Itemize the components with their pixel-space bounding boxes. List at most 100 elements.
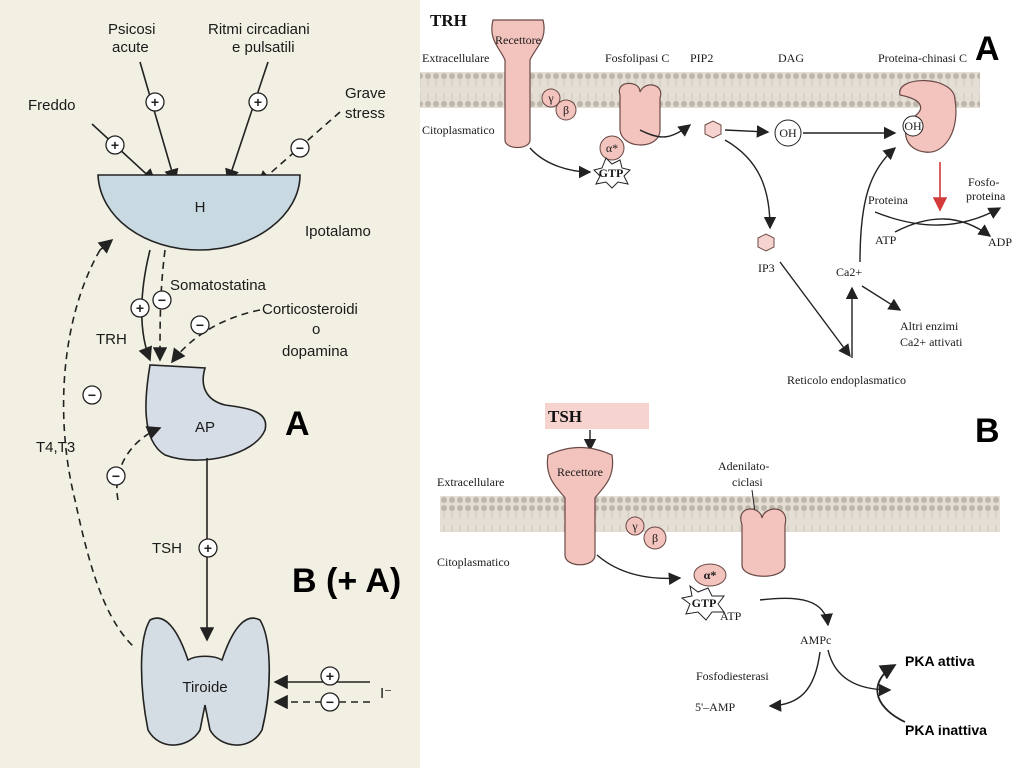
svg-text:−: −	[196, 317, 204, 333]
panel-b-pka-attiva: PKA attiva	[905, 653, 975, 669]
svg-text:β: β	[652, 531, 658, 545]
panel-b-membrane	[440, 496, 1000, 532]
panel-a-membrane	[420, 72, 980, 108]
label-stress-2: stress	[345, 105, 385, 122]
panel-a-beta	[555, 99, 577, 121]
panel-b-fosfodiesterasi: Fosfodiesterasi	[696, 669, 769, 683]
sign-freddo: +	[105, 135, 125, 155]
left-panel: Freddo Psicosi acute Ritmi circadiani e …	[0, 0, 420, 768]
arrow-freddo	[91, 123, 157, 184]
panel-a-ip3: IP3	[758, 261, 775, 275]
panel-a-altri-1: Altri enzimi	[900, 319, 959, 333]
svg-text:Recettore: Recettore	[495, 33, 541, 47]
pituitary-label: AP	[195, 419, 215, 436]
panel-a-alpha	[599, 135, 625, 161]
panel-b-hormone: TSH	[548, 407, 582, 426]
arrow-ritmi	[225, 61, 269, 184]
svg-text:OH: OH	[779, 126, 797, 140]
panel-a-pkc-label: Proteina-chinasi C	[878, 51, 967, 65]
panel-b-receptor	[546, 446, 614, 566]
sign-somatostatina: −	[152, 290, 172, 310]
panel-a-citoplasmatico: Citoplasmatico	[422, 123, 495, 137]
sign-feedback-ap: −	[106, 466, 126, 486]
panel-a-reticolo: Reticolo endoplasmatico	[787, 373, 906, 387]
label-t4t3: T4,T3	[36, 439, 75, 456]
svg-text:−: −	[158, 292, 166, 308]
svg-text:GTP: GTP	[599, 166, 624, 180]
sign-trh: +	[130, 298, 150, 318]
tag-a-right: A	[975, 30, 1000, 68]
svg-text:+: +	[326, 668, 334, 684]
feedback-to-hypothalamus	[62, 249, 136, 649]
panel-a-gamma	[541, 88, 561, 108]
thyroid-label: Tiroide	[182, 679, 227, 696]
label-trh: TRH	[96, 331, 127, 348]
thyroid-shape	[140, 617, 271, 746]
label-tsh: TSH	[152, 540, 182, 557]
sign-iodide-plus: +	[320, 666, 340, 686]
svg-text:+: +	[151, 94, 159, 110]
sign-iodide-minus: −	[320, 692, 340, 712]
panel-a-pip2: PIP2	[690, 51, 713, 65]
panel-a-atp: ATP	[875, 233, 897, 247]
sign-cortico: −	[190, 315, 210, 335]
panel-a-ip-head	[704, 120, 722, 139]
tag-a-left: A	[285, 405, 310, 443]
panel-b-adenilato-1: Adenilato-	[718, 459, 769, 473]
panel-a-adp: ADP	[988, 235, 1012, 249]
svg-text:GTP: GTP	[692, 596, 717, 610]
panel-a-fosfo-1: Fosfo-	[968, 175, 999, 189]
label-freddo: Freddo	[28, 97, 76, 114]
arrow-psicosi	[139, 61, 179, 184]
panel-b: TSH Extracellulare Citoplasmatico Recett…	[437, 403, 1000, 738]
panel-a: TRH Extracellulare Citoplasmatico Recett…	[420, 11, 1012, 387]
label-ritmi-2: e pulsatili	[232, 39, 295, 56]
hypothalamus-letter: H	[195, 199, 206, 216]
panel-b-citoplasmatico: Citoplasmatico	[437, 555, 510, 569]
label-cortico-1: Corticosteroidi	[262, 301, 358, 318]
svg-text:OH: OH	[904, 119, 922, 133]
svg-text:+: +	[136, 300, 144, 316]
label-somatostatina: Somatostatina	[170, 277, 267, 294]
label-psicosi-2: acute	[112, 39, 149, 56]
label-iodide: I⁻	[380, 685, 392, 702]
panel-a-dag: DAG	[778, 51, 804, 65]
svg-text:+: +	[204, 540, 212, 556]
panel-b-hormone-highlight	[545, 403, 649, 429]
svg-text:−: −	[88, 387, 96, 403]
sign-ritmi: +	[248, 92, 268, 112]
label-ritmi-1: Ritmi circadiani	[208, 21, 310, 38]
label-cortico-2: o	[312, 321, 320, 338]
panel-b-gtp-star	[680, 584, 725, 621]
panel-a-fosfo-2: proteina	[966, 189, 1006, 203]
sign-tsh: +	[198, 538, 218, 558]
panel-b-adenylate-cyclase	[740, 508, 787, 577]
svg-text:+: +	[111, 137, 119, 153]
svg-text:γ: γ	[547, 91, 554, 105]
label-cortico-3: dopamina	[282, 343, 349, 360]
panel-b-extracellulare: Extracellulare	[437, 475, 504, 489]
svg-text:β: β	[563, 103, 569, 117]
svg-text:γ: γ	[631, 519, 638, 533]
arrow-cortico	[171, 309, 261, 364]
panel-a-extracellulare: Extracellulare	[422, 51, 489, 65]
svg-text:Recettore: Recettore	[557, 465, 603, 479]
label-psicosi-1: Psicosi	[108, 21, 156, 38]
sign-feedback-h: −	[82, 385, 102, 405]
svg-text:+: +	[254, 94, 262, 110]
panel-a-dag-oh	[774, 119, 802, 147]
panel-a-receptor	[491, 19, 545, 149]
svg-text:−: −	[112, 468, 120, 484]
panel-a-ca: Ca2+	[836, 265, 862, 279]
svg-text:α*: α*	[606, 141, 618, 155]
hypothalamus-label: Ipotalamo	[305, 223, 371, 240]
panel-b-ampc: AMPc	[800, 633, 831, 647]
panel-b-gamma	[625, 516, 645, 536]
sign-stress: −	[290, 138, 310, 158]
tag-b-right: B	[975, 412, 1000, 450]
arrow-somatostatina	[152, 249, 168, 362]
panel-a-fosfolipasi: Fosfolipasi C	[605, 51, 669, 65]
panel-b-alpha	[693, 563, 727, 587]
panel-a-altri-2: Ca2+ attivati	[900, 335, 963, 349]
